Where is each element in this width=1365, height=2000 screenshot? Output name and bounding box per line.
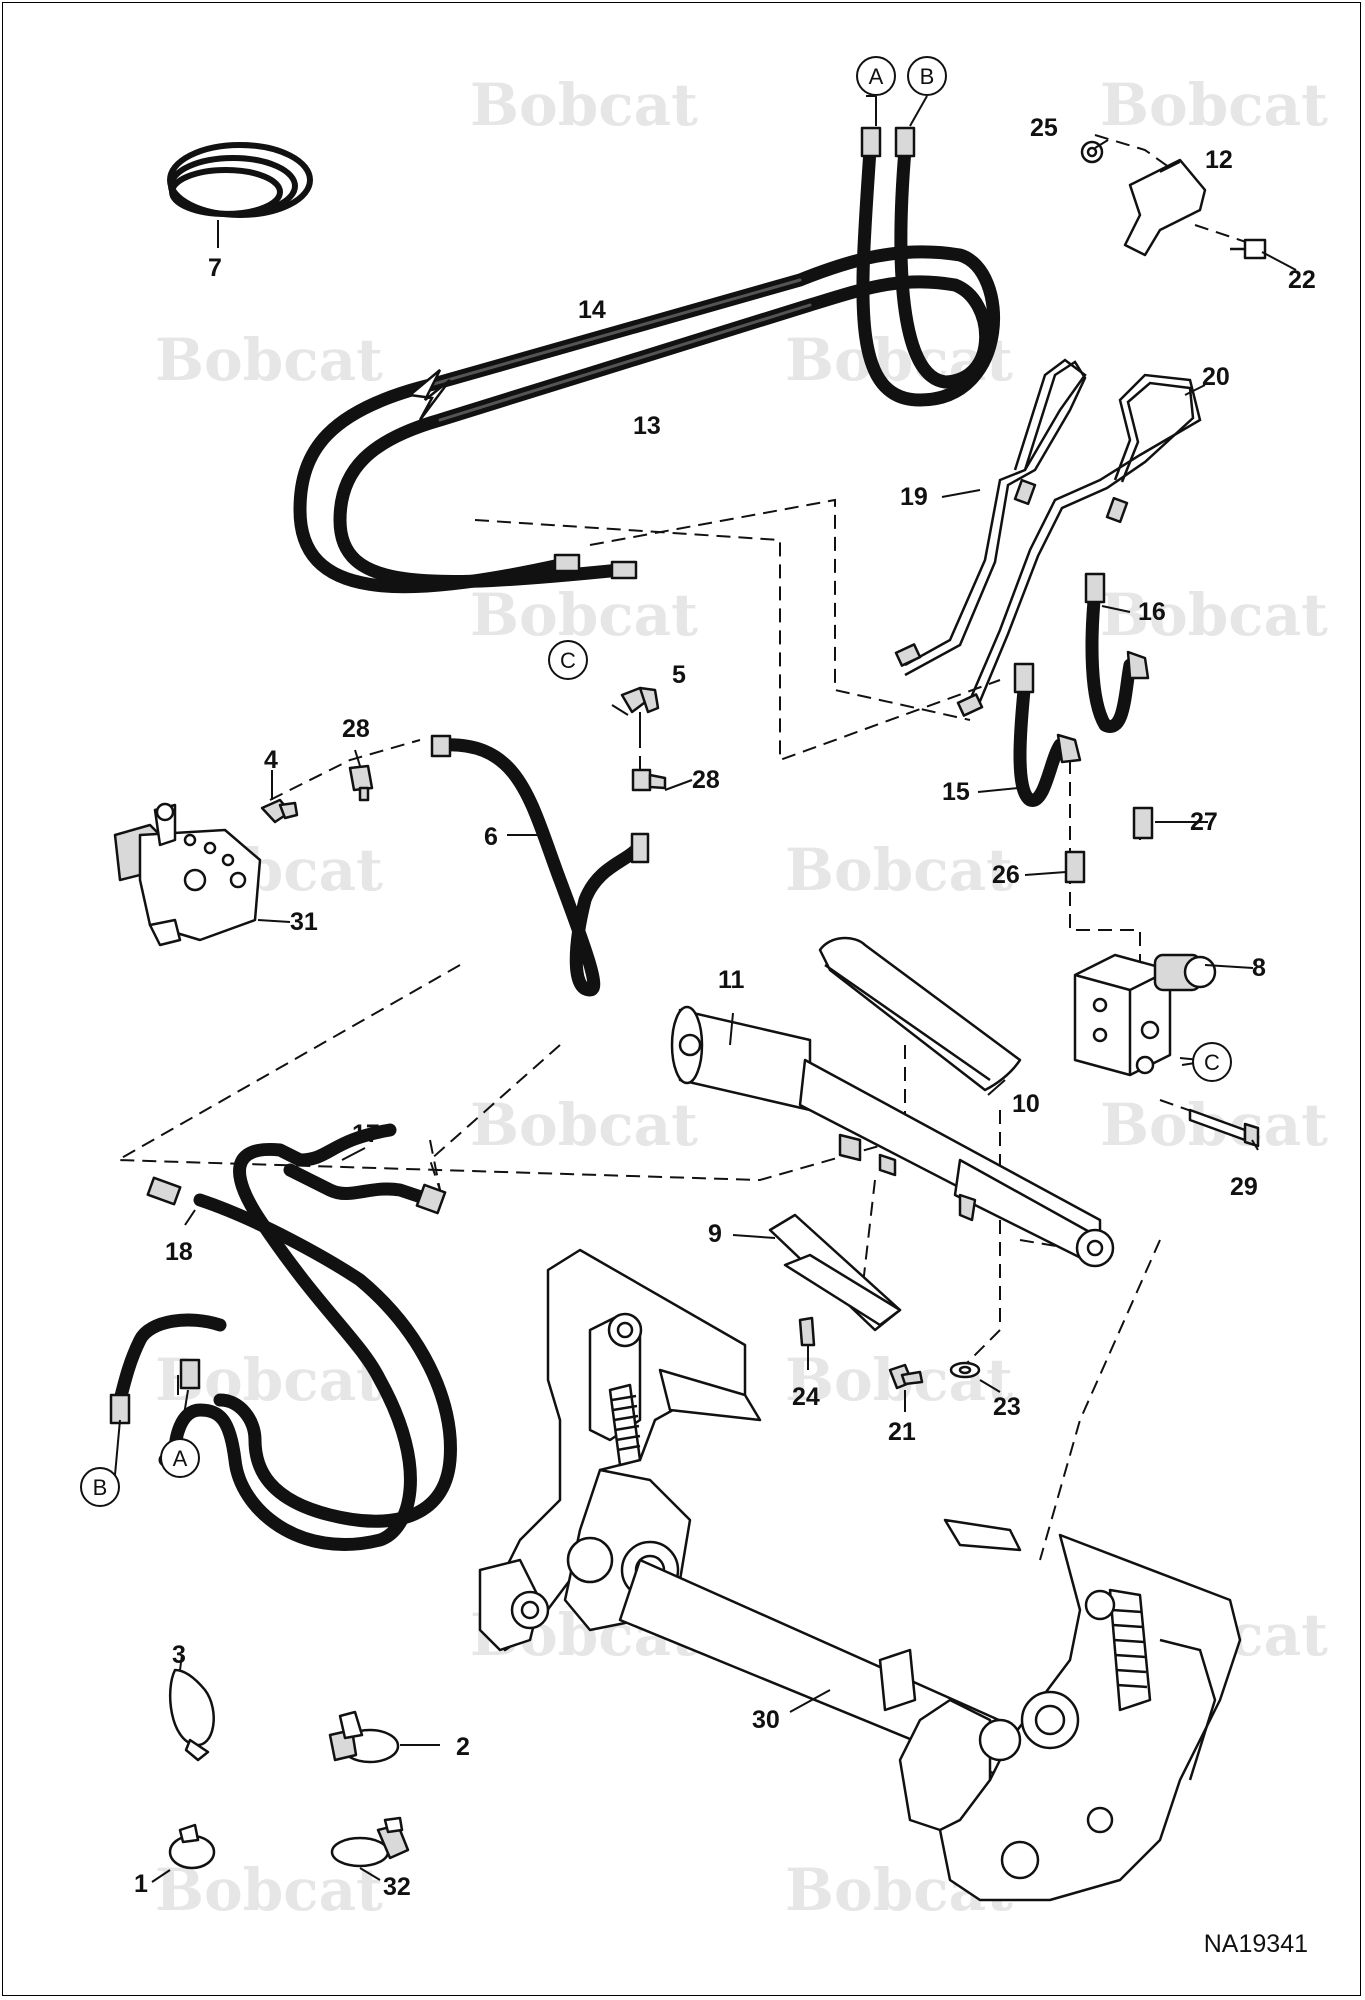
quick-attach-frame-part: [478, 1248, 1242, 1902]
watermark: Bobcat: [470, 581, 698, 649]
clamp-28-upper: [631, 768, 667, 792]
callout-17: 17: [352, 1120, 380, 1148]
callout-28-right: 28: [692, 766, 720, 794]
callout-21: 21: [888, 1418, 916, 1446]
callout-18: 18: [165, 1238, 193, 1266]
bolt-part: [1188, 1108, 1260, 1148]
callout-32: 32: [383, 1873, 411, 1901]
callout-30: 30: [752, 1706, 780, 1734]
callout-2: 2: [456, 1733, 470, 1761]
svg-text:A: A: [869, 64, 884, 89]
callout-5: 5: [672, 661, 686, 689]
svg-text:B: B: [920, 64, 935, 89]
callout-11: 11: [718, 966, 745, 994]
clamp-2: [328, 1710, 400, 1764]
connector-c-valve: C: [1192, 1042, 1232, 1082]
cylinder-part: [670, 1005, 1115, 1268]
callout-4: 4: [264, 746, 278, 774]
leader-lines: [114, 95, 1297, 1883]
shield-part: [818, 936, 1022, 1092]
callout-25: 25: [1030, 114, 1058, 142]
clamp-28-left: [348, 764, 374, 802]
fitting-5: [620, 686, 660, 735]
connector-b-top: B: [907, 56, 947, 96]
callout-29: 29: [1230, 1173, 1258, 1201]
hose-6: [430, 734, 650, 997]
connector-markers: A B C C A B: [80, 56, 1232, 1507]
steel-lines: [894, 358, 1202, 717]
watermark: Bobcat: [1100, 581, 1328, 649]
watermark: Bobcat: [470, 71, 698, 139]
callout-24: 24: [792, 1383, 820, 1411]
svg-text:B: B: [93, 1475, 108, 1500]
watermark: Bobcat: [155, 326, 383, 394]
pump-body-part: [113, 802, 262, 947]
connector-c-upper: C: [548, 640, 588, 680]
hose-assembly-17-18: [109, 1123, 457, 1551]
fittings-26-27: [1064, 806, 1154, 884]
callout-27: 27: [1190, 808, 1218, 836]
callout-12: 12: [1205, 146, 1233, 174]
clamp-3: [168, 1668, 215, 1762]
coiled-tubing-part: [167, 142, 313, 248]
callout-1: 1: [134, 1870, 148, 1898]
callout-10: 10: [1012, 1090, 1040, 1118]
bracket-part: [1080, 140, 1267, 260]
callout-13: 13: [633, 412, 661, 440]
callout-6: 6: [484, 823, 498, 851]
callout-7: 7: [208, 254, 222, 282]
callout-3: 3: [172, 1641, 186, 1669]
connector-b-bottom: B: [80, 1467, 120, 1507]
connector-a-top: A: [856, 56, 896, 96]
watermark: Bobcat: [785, 836, 1013, 904]
callout-16: 16: [1138, 598, 1166, 626]
callout-19: 19: [900, 483, 928, 511]
washer-23: [949, 1361, 981, 1379]
clamp-32: [330, 1816, 410, 1868]
callout-28-left: 28: [342, 715, 370, 743]
connector-a-bottom: A: [160, 1438, 200, 1478]
callout-9: 9: [708, 1220, 722, 1248]
short-hoses-15-16: [1013, 572, 1150, 807]
watermark: Bobcat: [1100, 71, 1328, 139]
callout-15: 15: [942, 778, 970, 806]
callout-23: 23: [993, 1393, 1021, 1421]
callout-14: 14: [578, 296, 606, 324]
svg-text:A: A: [173, 1446, 188, 1471]
watermark: Bobcat: [470, 1091, 698, 1159]
svg-text:C: C: [1204, 1050, 1220, 1075]
callout-8: 8: [1252, 954, 1266, 982]
plate-part: [768, 1213, 902, 1347]
callout-31: 31: [290, 908, 318, 936]
hose-assembly-13-14: [293, 126, 1001, 594]
callout-labels: 1 2 3 4 5 6 7 8 9 10 11 12 13 14 15 16 1…: [134, 114, 1316, 1901]
fitting-4: [260, 798, 299, 824]
callout-22: 22: [1288, 266, 1316, 294]
reference-code: NA19341: [1204, 1930, 1308, 1958]
svg-text:C: C: [560, 648, 576, 673]
callout-20: 20: [1202, 363, 1230, 391]
clamp-1: [168, 1823, 216, 1870]
callout-26: 26: [992, 861, 1020, 889]
bolt-21: [888, 1363, 924, 1390]
